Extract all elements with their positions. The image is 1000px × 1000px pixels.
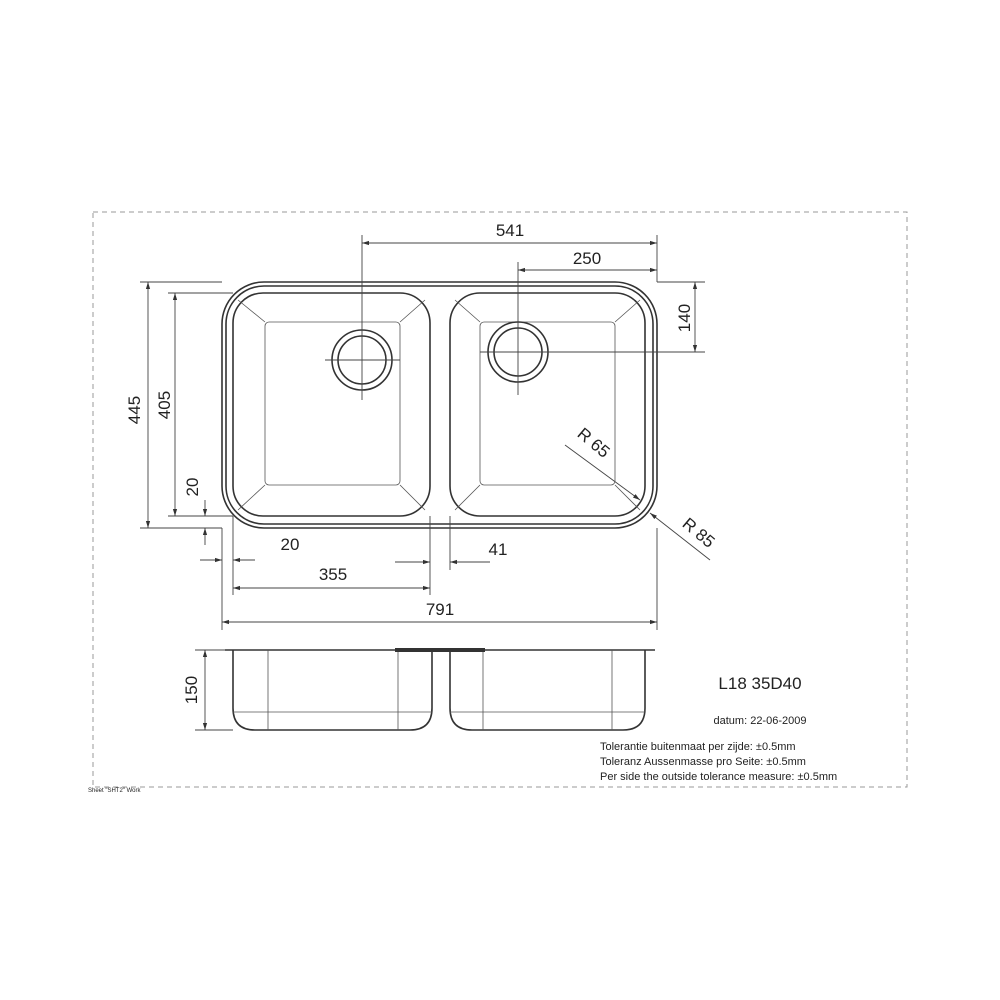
- sink-top-view: [221, 235, 658, 529]
- right-bowl: [449, 292, 646, 517]
- sheet-label: Sheet "SHT2" Work: [88, 788, 142, 794]
- tolerance-english: Per side the outside tolerance measure: …: [600, 771, 837, 783]
- dim-355: 355: [319, 565, 347, 584]
- dim-445: 445: [125, 396, 144, 424]
- dim-791: 791: [426, 600, 454, 619]
- radius-85: R 85: [679, 514, 719, 552]
- drawing-date: datum: 22-06-2009: [714, 715, 807, 727]
- sink-side-view: [225, 648, 655, 731]
- dim-41: 41: [489, 540, 508, 559]
- left-bowl: [232, 292, 431, 517]
- dim-20-horizontal: 20: [281, 535, 300, 554]
- dim-541: 541: [496, 221, 524, 240]
- tolerance-dutch: Tolerantie buitenmaat per zijde: ±0.5mm: [600, 741, 796, 753]
- model-number: L18 35D40: [718, 674, 801, 693]
- dim-250: 250: [573, 249, 601, 268]
- dim-150: 150: [182, 676, 201, 704]
- dimension-lines: [140, 235, 711, 731]
- dim-140: 140: [675, 304, 694, 332]
- tolerance-german: Toleranz Aussenmasse pro Seite: ±0.5mm: [600, 756, 806, 768]
- dim-20-vertical: 20: [183, 478, 202, 497]
- dim-405: 405: [155, 391, 174, 419]
- sheet-border: [92, 211, 908, 788]
